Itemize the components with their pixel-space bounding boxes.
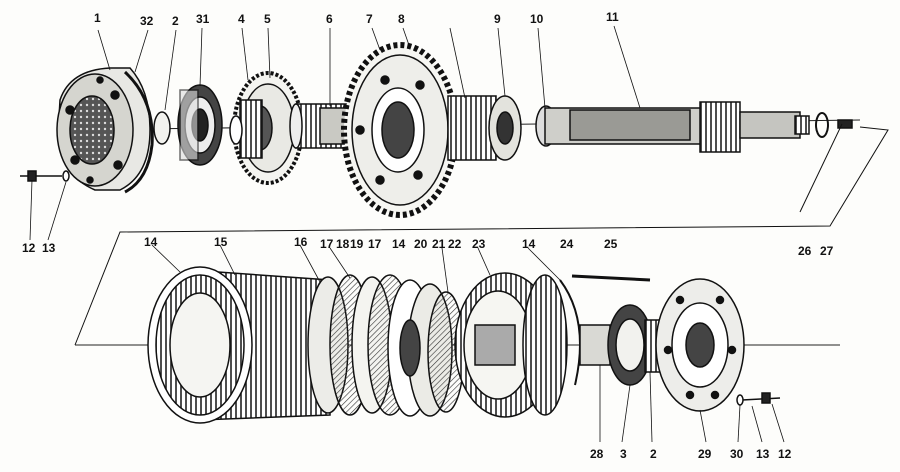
gear-8 — [341, 42, 459, 218]
callout-18: 18 — [336, 237, 350, 251]
callout-17: 17 — [320, 237, 334, 251]
bolt-12-right — [736, 392, 781, 406]
bearing-31 — [153, 84, 223, 166]
shaft-11 — [535, 101, 853, 153]
callout-24: 24 — [560, 237, 574, 251]
callout-8: 8 — [398, 12, 405, 26]
callout-30: 30 — [730, 447, 744, 461]
callout-5: 5 — [264, 12, 271, 26]
bearing-3 — [579, 304, 662, 386]
callout-23: 23 — [472, 237, 486, 251]
gear-5 — [229, 71, 304, 185]
callout-29: 29 — [698, 447, 712, 461]
callout-6: 6 — [326, 12, 333, 26]
hub-9 — [447, 95, 522, 161]
drum-15 — [147, 266, 349, 424]
callout-20: 20 — [414, 237, 428, 251]
callout-32: 32 — [140, 14, 154, 28]
callout-9: 9 — [494, 12, 501, 26]
callout-14: 14 — [144, 235, 158, 249]
axis-connector — [74, 123, 889, 346]
callout-22: 22 — [448, 237, 462, 251]
callout-12-b: 12 — [778, 447, 792, 461]
callout-3: 3 — [620, 447, 627, 461]
callout-13-b: 13 — [756, 447, 770, 461]
callout-13: 13 — [42, 241, 56, 255]
callout-15: 15 — [214, 235, 228, 249]
end-plate-30 — [655, 278, 745, 412]
callout-26: 26 — [798, 244, 812, 258]
leader-lines — [29, 25, 785, 443]
callout-10: 10 — [530, 12, 544, 26]
cover-1 — [56, 67, 154, 194]
callout-27: 27 — [820, 244, 834, 258]
callout-12: 12 — [22, 241, 36, 255]
callout-2: 2 — [172, 14, 179, 28]
callout-14-c: 14 — [522, 237, 536, 251]
callout-4: 4 — [238, 12, 245, 26]
callout-25: 25 — [604, 237, 618, 251]
callout-17-b: 17 — [368, 237, 382, 251]
callout-1: 1 — [94, 11, 101, 25]
callout-7: 7 — [366, 12, 373, 26]
callout-28: 28 — [590, 447, 604, 461]
callout-14-b: 14 — [392, 237, 406, 251]
snap-ring-and-pin — [559, 274, 651, 386]
callout-2-b: 2 — [650, 447, 657, 461]
callout-21: 21 — [432, 237, 446, 251]
bolt-12-left — [20, 170, 70, 182]
callout-11: 11 — [606, 10, 619, 24]
clutch-pack — [329, 274, 465, 417]
callout-19: 19 — [350, 237, 364, 251]
callout-31: 31 — [196, 12, 210, 26]
callout-16: 16 — [294, 235, 308, 249]
ring-gear-23 — [454, 272, 568, 418]
